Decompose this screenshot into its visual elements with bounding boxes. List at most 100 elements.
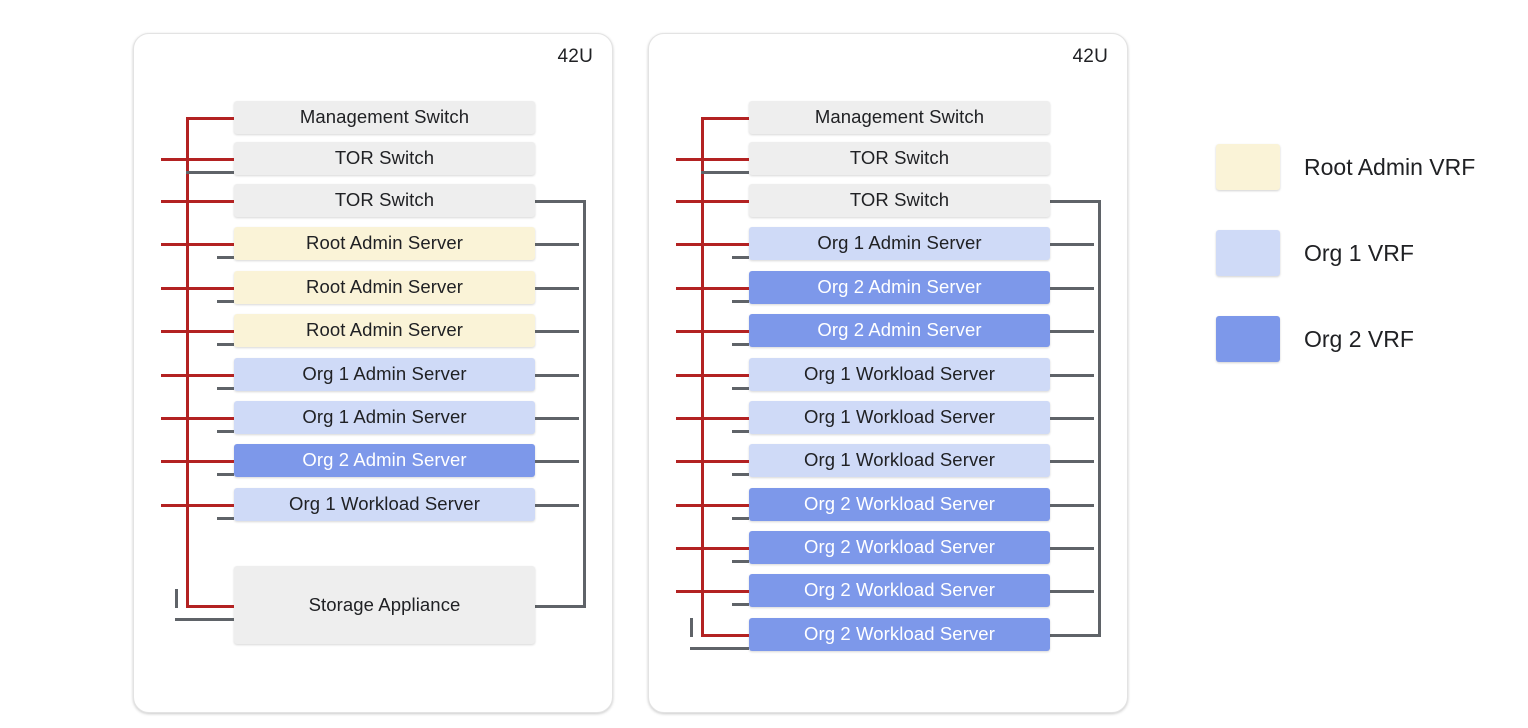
power-branch-2-12: [676, 590, 749, 593]
legend-item-1: Root Admin VRF: [1216, 144, 1475, 190]
device-label: TOR Switch: [849, 147, 950, 168]
device-2-12[interactable]: Org 2 Workload Server: [749, 573, 1050, 607]
device-label: Org 1 Admin Server: [817, 232, 982, 253]
network-stub-right-2-6: [1050, 330, 1094, 333]
device-label: Management Switch: [814, 106, 985, 127]
power-branch-1-1: [186, 117, 234, 120]
device-1-6[interactable]: Root Admin Server: [234, 313, 535, 347]
device-2-2[interactable]: TOR Switch: [749, 141, 1050, 175]
power-bus-vertical: [186, 117, 189, 608]
device-1-5[interactable]: Root Admin Server: [234, 270, 535, 304]
power-branch-2-9: [676, 460, 749, 463]
power-branch-2-1: [701, 117, 749, 120]
device-1-3[interactable]: TOR Switch: [234, 183, 535, 217]
device-label: Org 2 Workload Server: [804, 493, 995, 514]
device-2-4[interactable]: Org 1 Admin Server: [749, 226, 1050, 260]
device-2-7[interactable]: Org 1 Workload Server: [749, 357, 1050, 391]
network-stub-left-2-12: [732, 603, 749, 606]
network-bus-bottom-elbow: [1050, 634, 1101, 637]
network-stub-left-1-6: [217, 343, 234, 346]
device-label: Org 2 Workload Server: [804, 623, 995, 644]
power-bus-vertical: [701, 117, 704, 637]
power-branch-2-13: [701, 634, 749, 637]
power-branch-1-2: [161, 158, 234, 161]
network-stub-right-2-12: [1050, 590, 1094, 593]
network-stub-left-2-7: [732, 387, 749, 390]
network-stub-left-1-10: [217, 517, 234, 520]
power-branch-1-6: [161, 330, 234, 333]
device-label: Org 1 Workload Server: [804, 406, 995, 427]
network-stub-right-1-4: [535, 243, 579, 246]
legend-swatch-1: [1216, 144, 1280, 190]
legend-label: Org 2 VRF: [1304, 325, 1414, 352]
power-branch-2-8: [676, 417, 749, 420]
network-stub-left-2-2: [701, 171, 749, 174]
device-label: TOR Switch: [849, 189, 950, 210]
device-1-1[interactable]: Management Switch: [234, 100, 535, 134]
network-stub-left-1-5: [217, 300, 234, 303]
network-stub-right-2-9: [1050, 460, 1094, 463]
network-stub-right-2-5: [1050, 287, 1094, 290]
device-1-8[interactable]: Org 1 Admin Server: [234, 400, 535, 434]
legend-item-3: Org 2 VRF: [1216, 316, 1414, 362]
device-2-8[interactable]: Org 1 Workload Server: [749, 400, 1050, 434]
device-label: Root Admin Server: [306, 319, 463, 340]
device-1-11[interactable]: Storage Appliance: [234, 566, 535, 644]
network-bus-top-elbow: [1050, 200, 1101, 203]
device-label: TOR Switch: [334, 189, 435, 210]
device-2-3[interactable]: TOR Switch: [749, 183, 1050, 217]
device-label: Root Admin Server: [306, 232, 463, 253]
power-branch-1-9: [161, 460, 234, 463]
network-stub-right-2-8: [1050, 417, 1094, 420]
device-label: Org 2 Admin Server: [817, 319, 982, 340]
network-stub-right-1-5: [535, 287, 579, 290]
device-1-7[interactable]: Org 1 Admin Server: [234, 357, 535, 391]
network-bus-vertical: [583, 200, 586, 608]
device-1-10[interactable]: Org 1 Workload Server: [234, 487, 535, 521]
network-stub-left-2-11: [732, 560, 749, 563]
device-label: Org 1 Admin Server: [302, 363, 467, 384]
power-branch-2-11: [676, 547, 749, 550]
network-stub-left-2-6: [732, 343, 749, 346]
device-2-11[interactable]: Org 2 Workload Server: [749, 530, 1050, 564]
network-stub-left-2-10: [732, 517, 749, 520]
device-2-1[interactable]: Management Switch: [749, 100, 1050, 134]
power-branch-1-5: [161, 287, 234, 290]
network-stub-left-2-4: [732, 256, 749, 259]
network-stub-right-1-6: [535, 330, 579, 333]
device-1-4[interactable]: Root Admin Server: [234, 226, 535, 260]
device-2-10[interactable]: Org 2 Workload Server: [749, 487, 1050, 521]
network-stub-left-2-8: [732, 430, 749, 433]
network-bottom-riser: [690, 618, 693, 637]
network-stub-right-2-7: [1050, 374, 1094, 377]
device-label: TOR Switch: [334, 147, 435, 168]
power-branch-2-3: [676, 200, 749, 203]
network-stub-right-1-9: [535, 460, 579, 463]
network-stub-left-2-5: [732, 300, 749, 303]
device-label: Org 2 Admin Server: [817, 276, 982, 297]
network-stub-right-2-10: [1050, 504, 1094, 507]
legend-label: Org 1 VRF: [1304, 239, 1414, 266]
device-1-2[interactable]: TOR Switch: [234, 141, 535, 175]
device-2-6[interactable]: Org 2 Admin Server: [749, 313, 1050, 347]
power-branch-1-10: [161, 504, 234, 507]
network-bus-bottom-elbow: [535, 605, 586, 608]
network-bus-vertical: [1098, 200, 1101, 637]
network-stub-left-1-2: [186, 171, 234, 174]
device-1-9[interactable]: Org 2 Admin Server: [234, 443, 535, 477]
device-label: Org 1 Admin Server: [302, 406, 467, 427]
legend-swatch-3: [1216, 316, 1280, 362]
device-label: Management Switch: [299, 106, 470, 127]
device-label: Root Admin Server: [306, 276, 463, 297]
power-branch-1-8: [161, 417, 234, 420]
device-2-9[interactable]: Org 1 Workload Server: [749, 443, 1050, 477]
device-label: Org 2 Workload Server: [804, 536, 995, 557]
device-2-13[interactable]: Org 2 Workload Server: [749, 617, 1050, 651]
power-branch-1-4: [161, 243, 234, 246]
power-branch-2-6: [676, 330, 749, 333]
device-2-5[interactable]: Org 2 Admin Server: [749, 270, 1050, 304]
legend-label: Root Admin VRF: [1304, 153, 1476, 180]
network-stub-left-1-11: [175, 618, 234, 621]
power-branch-2-7: [676, 374, 749, 377]
